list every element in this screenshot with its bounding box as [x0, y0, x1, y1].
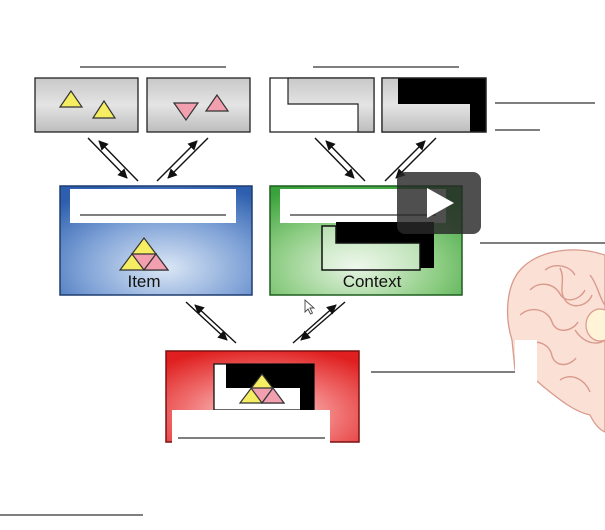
context-feature-box-2	[381, 77, 487, 133]
bidirectional-arrows	[185, 301, 346, 344]
brain-occluder	[515, 340, 537, 402]
item-feature-box-1	[34, 77, 139, 133]
triangle-icon	[172, 102, 200, 122]
item-label: Item	[127, 272, 160, 291]
binding-box	[165, 350, 360, 444]
item-box: Item	[59, 185, 253, 296]
context-label: Context	[343, 272, 402, 291]
play-button[interactable]	[397, 172, 481, 234]
context-feature-box-1	[269, 77, 375, 133]
triangle-icon	[204, 93, 230, 112]
play-icon	[427, 188, 454, 218]
blank-label-box	[172, 410, 330, 444]
triangle-icon	[142, 253, 170, 271]
triangle-icon	[58, 89, 84, 108]
cursor-icon	[304, 299, 316, 315]
brain-image	[507, 249, 605, 433]
triangle-icon	[91, 99, 117, 119]
item-feature-box-2	[146, 77, 251, 133]
triangle-icon	[260, 386, 286, 404]
bidirectional-arrows	[87, 137, 437, 182]
blank-label-box	[70, 189, 236, 223]
